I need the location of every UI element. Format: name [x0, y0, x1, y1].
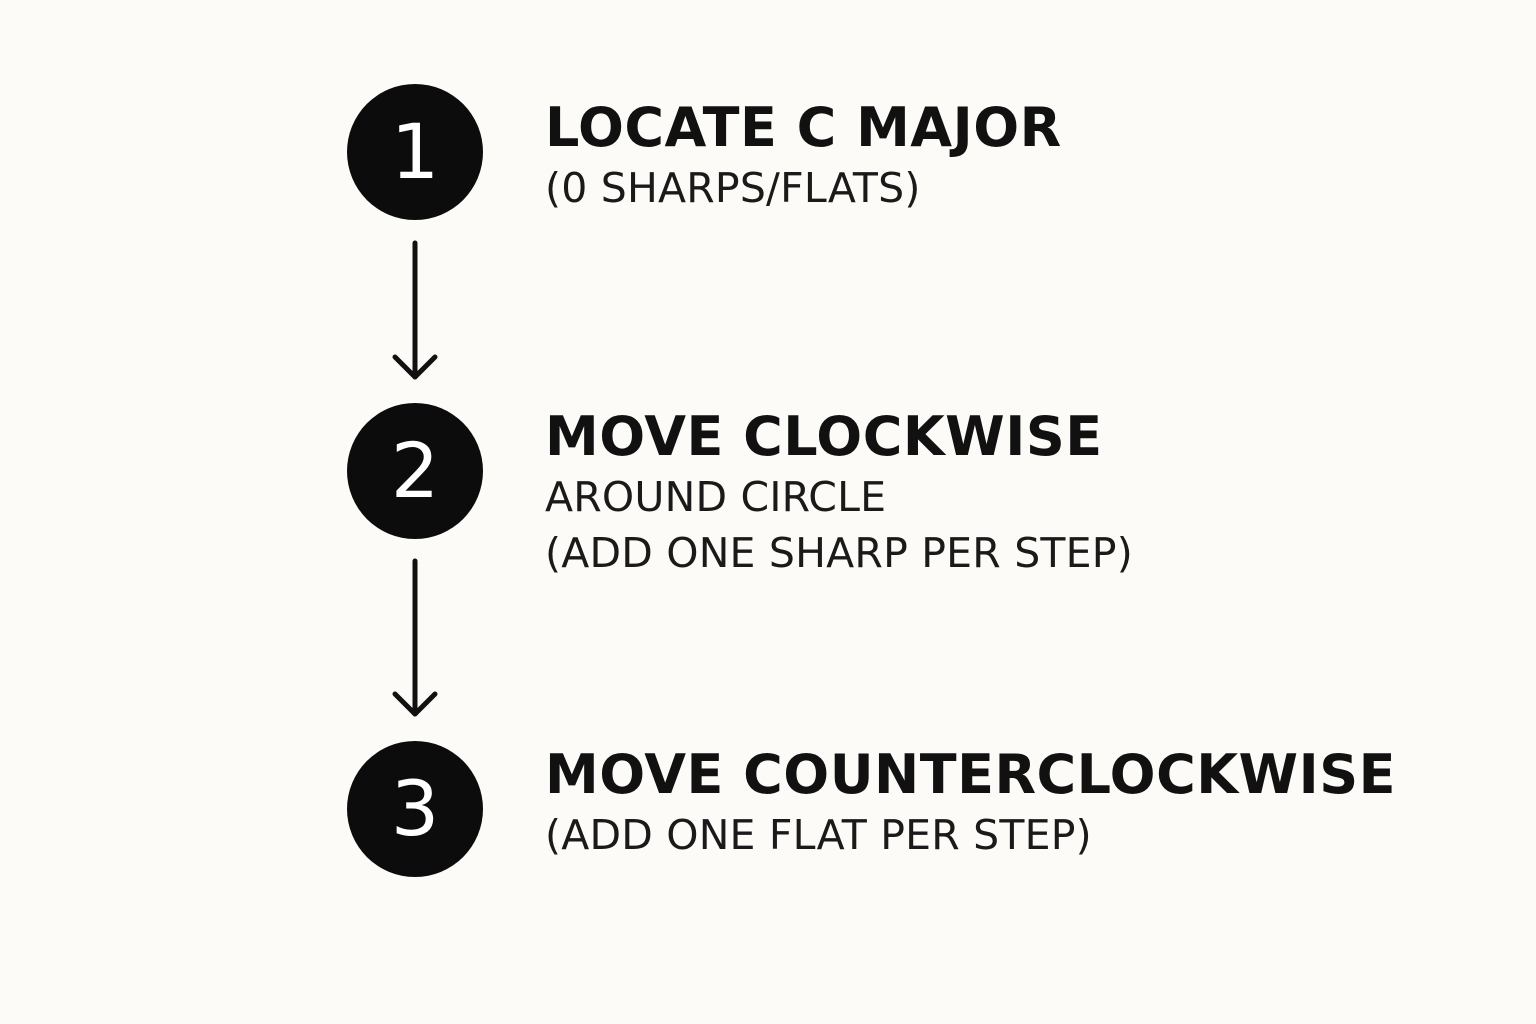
step-number: 3	[390, 764, 440, 853]
step-number: 2	[390, 426, 440, 515]
arrow-down-icon	[392, 558, 438, 717]
step-number: 1	[390, 107, 440, 196]
step-text: MOVE CLOCKWISE AROUND CIRCLE (ADD ONE SH…	[545, 405, 1133, 581]
step-detail: (ADD ONE FLAT PER STEP)	[545, 811, 1092, 859]
step-title: LOCATE C MAJOR	[545, 96, 1062, 159]
step-number-badge: 1	[347, 84, 483, 220]
step-detail: AROUND CIRCLE	[545, 473, 887, 521]
step-number-badge: 3	[347, 741, 483, 877]
step-text: LOCATE C MAJOR (0 SHARPS/FLATS)	[545, 96, 1062, 216]
step-title: MOVE CLOCKWISE	[545, 405, 1103, 468]
step-detail: (0 SHARPS/FLATS)	[545, 164, 921, 212]
step-number-badge: 2	[347, 403, 483, 539]
arrow-down-icon	[392, 240, 438, 380]
step-detail: (ADD ONE SHARP PER STEP)	[545, 529, 1133, 577]
step-text: MOVE COUNTERCLOCKWISE (ADD ONE FLAT PER …	[545, 743, 1396, 863]
step-title: MOVE COUNTERCLOCKWISE	[545, 743, 1396, 806]
